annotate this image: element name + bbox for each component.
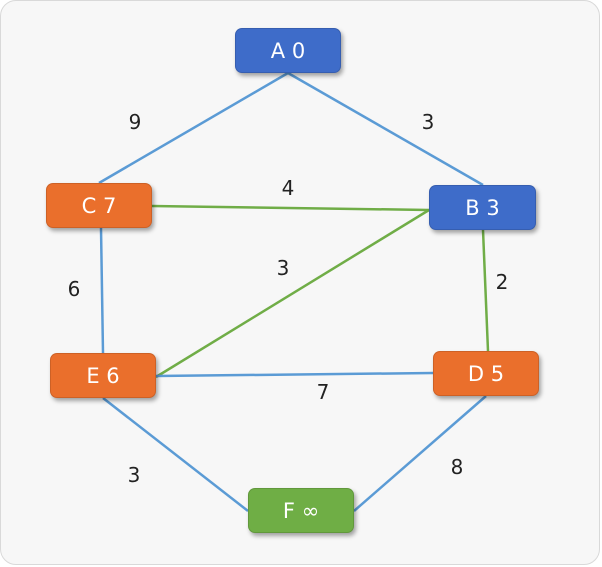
node-f[interactable]: F ∞ xyxy=(248,488,354,533)
edge-e-b xyxy=(155,208,430,379)
edge-weight-a-c: 9 xyxy=(128,110,142,134)
edge-b-d xyxy=(481,229,490,352)
node-e[interactable]: E 6 xyxy=(50,353,156,398)
node-a[interactable]: A 0 xyxy=(235,28,341,73)
edge-weight-e-b: 3 xyxy=(276,256,290,280)
node-b[interactable]: B 3 xyxy=(429,185,536,230)
edge-weight-c-b: 4 xyxy=(281,176,295,200)
edge-weight-b-d: 2 xyxy=(495,270,509,294)
edge-d-f xyxy=(353,395,487,512)
node-d[interactable]: D 5 xyxy=(433,351,539,396)
edge-a-c xyxy=(98,71,289,185)
edge-weight-a-b: 3 xyxy=(421,110,435,134)
edge-e-f xyxy=(102,397,249,512)
edge-c-b xyxy=(151,204,430,212)
edge-weight-d-f: 8 xyxy=(450,455,464,479)
edge-weight-c-e: 6 xyxy=(67,277,81,301)
edge-a-b xyxy=(287,71,484,187)
edge-weight-e-f: 3 xyxy=(127,463,141,487)
edge-e-d xyxy=(155,371,434,378)
edge-c-e xyxy=(99,227,105,354)
edge-weight-e-d: 7 xyxy=(316,380,330,404)
node-c[interactable]: C 7 xyxy=(46,183,152,228)
